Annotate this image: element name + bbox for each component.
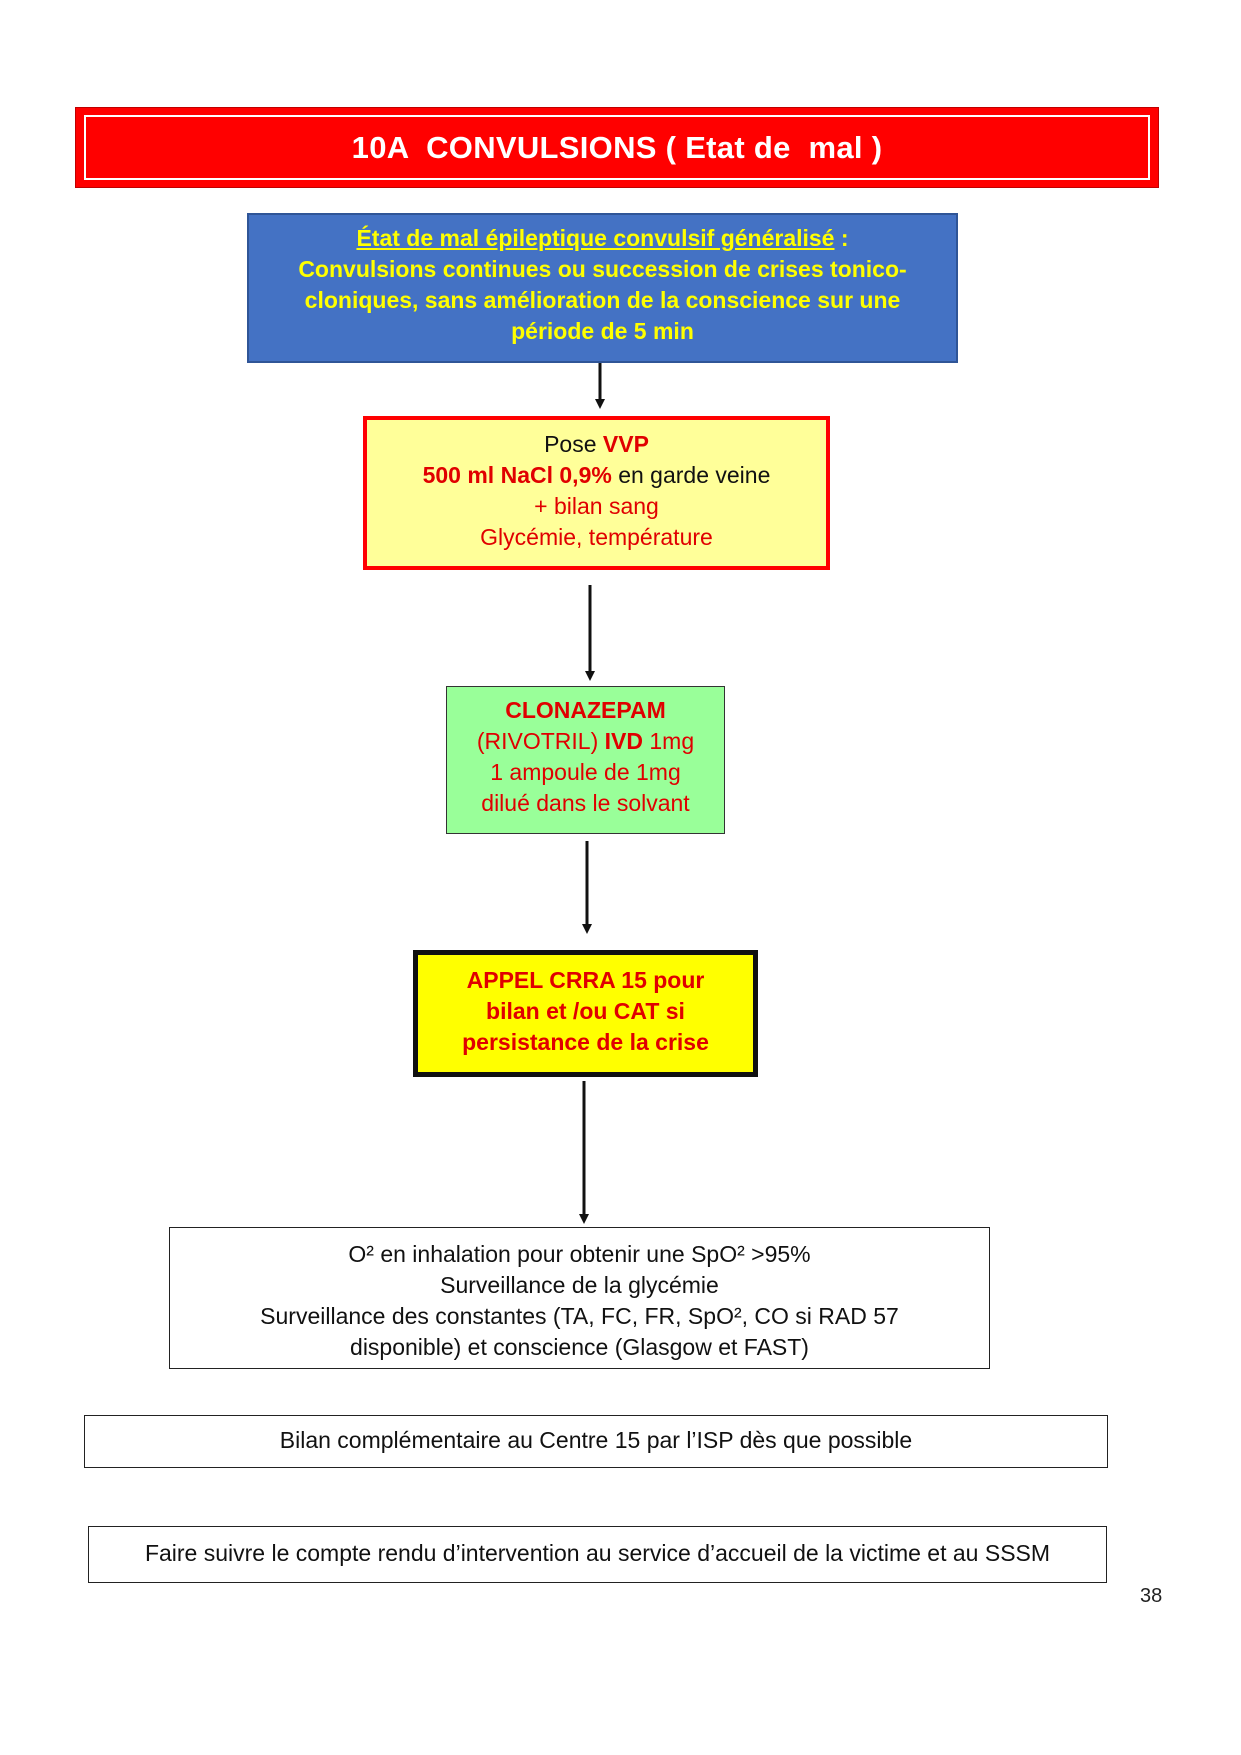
definition-heading-suffix: : [834,225,849,251]
compte-rendu-text: Faire suivre le compte rendu d’intervent… [144,1540,1051,1566]
ivd-label: IVD [604,728,643,754]
vvp-line-1-prefix: Pose [544,431,603,457]
clonazepam-box: CLONAZEPAM (RIVOTRIL) IVD 1mg 1 ampoule … [446,686,725,834]
definition-box: État de mal épileptique convulsif généra… [247,213,958,363]
clonazepam-line-4: dilué dans le solvant [481,790,690,816]
page-number: 38 [1140,1585,1163,1607]
bilan-box: Bilan complémentaire au Centre 15 par l’… [84,1415,1108,1468]
crra-line-2: bilan et /ou CAT si [486,998,685,1024]
monitoring-line-4: disponible) et conscience (Glasgow et FA… [350,1334,809,1360]
clonazepam-line-3: 1 ampoule de 1mg [490,759,681,785]
definition-heading: État de mal épileptique convulsif généra… [356,225,835,251]
title-frame: 10A CONVULSIONS ( Etat de mal ) [84,115,1150,180]
rivotril-label: (RIVOTRIL) [476,728,605,754]
vvp-line-4: Glycémie, température [480,524,713,550]
vvp-box: Pose VVP 500 ml NaCl 0,9% en garde veine… [363,416,830,570]
title-banner: 10A CONVULSIONS ( Etat de mal ) [75,107,1159,188]
definition-line-1: Convulsions continues ou succession de c… [298,256,907,282]
vvp-highlight: VVP [602,431,649,457]
clonazepam-title: CLONAZEPAM [505,697,666,723]
definition-line-3: période de 5 min [511,318,694,344]
bilan-text: Bilan complémentaire au Centre 15 par l’… [279,1427,913,1453]
crra-line-1: APPEL CRRA 15 pour [466,967,705,993]
dose-label: 1mg [642,728,695,754]
definition-line-2: cloniques, sans amélioration de la consc… [304,287,901,313]
vvp-line-2-suffix: en garde veine [611,462,771,488]
page-title: 10A CONVULSIONS ( Etat de mal ) [351,129,883,165]
vvp-line-2: 500 ml NaCl 0,9% en garde veine [367,460,826,491]
crra-line-3: persistance de la crise [462,1029,709,1055]
monitoring-box: O² en inhalation pour obtenir une SpO² >… [169,1227,990,1369]
compte-rendu-box: Faire suivre le compte rendu d’intervent… [88,1526,1107,1583]
vvp-line-3: + bilan sang [534,493,659,519]
crra-call-box: APPEL CRRA 15 pour bilan et /ou CAT si p… [413,950,758,1077]
monitoring-line-2: Surveillance de la glycémie [440,1272,719,1298]
nacl-highlight: 500 ml NaCl 0,9% [422,462,612,488]
definition-heading-line: État de mal épileptique convulsif généra… [249,223,956,254]
monitoring-line-3: Surveillance des constantes (TA, FC, FR,… [260,1303,899,1329]
clonazepam-line-2: (RIVOTRIL) IVD 1mg [447,726,724,757]
monitoring-line-1: O² en inhalation pour obtenir une SpO² >… [348,1241,811,1267]
vvp-line-1: Pose VVP [367,429,826,460]
